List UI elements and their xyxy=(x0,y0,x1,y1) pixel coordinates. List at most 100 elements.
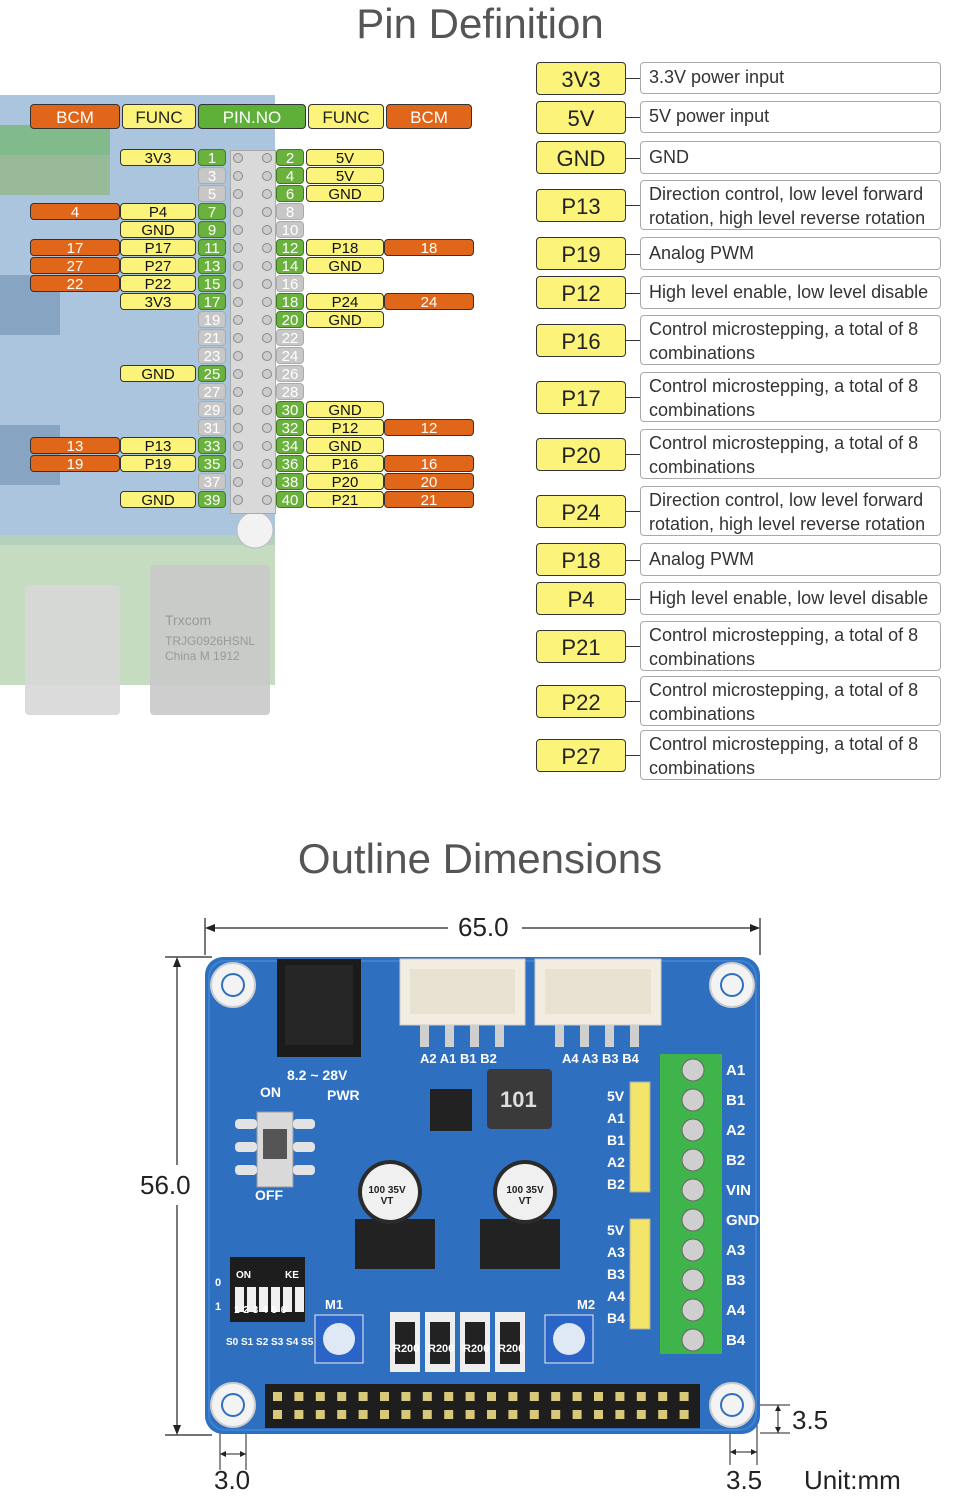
legend-connector xyxy=(626,598,640,600)
pin-number-right: 28 xyxy=(276,383,304,401)
header-pin xyxy=(487,1392,496,1401)
pin-dot xyxy=(233,387,243,397)
pin-func-right: 5V xyxy=(306,167,384,185)
pin-number-right: 12 xyxy=(276,239,304,257)
legend-connector xyxy=(626,511,640,512)
header-pin xyxy=(487,1410,496,1419)
silk-pwr: PWR xyxy=(327,1087,360,1103)
legend-pin-name: P24 xyxy=(536,494,626,528)
pin-number-left: 33 xyxy=(198,437,226,455)
pin-number-right: 2 xyxy=(276,149,304,167)
header-pin xyxy=(401,1392,411,1401)
pin-dot xyxy=(262,189,272,199)
pin-bcm-right: 20 xyxy=(384,473,474,491)
pin-number-left: 39 xyxy=(198,491,226,509)
silk-terminal-label: GND xyxy=(726,1212,760,1229)
legend-description: High level enable, low level disable xyxy=(640,276,941,309)
pin-number-right: 32 xyxy=(276,419,304,437)
header-pin xyxy=(658,1392,668,1401)
pin-func-right: 5V xyxy=(306,149,384,167)
pin-dot xyxy=(233,495,243,505)
pin-number-left: 23 xyxy=(198,347,226,365)
pin-number-right: 22 xyxy=(276,329,304,347)
pin-dot xyxy=(233,477,243,487)
pin-dot xyxy=(262,351,272,361)
pin-number-left: 15 xyxy=(198,275,226,293)
silk-header2-label: B3 xyxy=(607,1266,625,1282)
pin-dot xyxy=(262,261,272,271)
pin-number-left: 17 xyxy=(198,293,226,311)
pin-func-left: P22 xyxy=(120,275,196,293)
svg-text:China M 1912: China M 1912 xyxy=(165,649,240,663)
silk-m1: M1 xyxy=(325,1297,344,1312)
pin-dot xyxy=(233,459,243,469)
pin-number-right: 40 xyxy=(276,491,304,509)
pin-dot xyxy=(262,495,272,505)
legend-description: Analog PWM xyxy=(640,237,941,270)
header-bcm-right: BCM xyxy=(386,104,472,129)
pin-bcm-left: 17 xyxy=(30,239,120,257)
pin-definition-title: Pin Definition xyxy=(356,0,604,47)
pin-dot xyxy=(262,333,272,343)
pin-func-right: GND xyxy=(306,257,384,275)
pin-bcm-right: 21 xyxy=(384,491,474,509)
pin-number-right: 30 xyxy=(276,401,304,419)
svg-text:TRJG0926HSNL: TRJG0926HSNL xyxy=(165,634,255,648)
header-pin xyxy=(551,1410,561,1419)
header-pin xyxy=(615,1410,625,1419)
legend-pin-name: P19 xyxy=(536,237,626,270)
header-pin xyxy=(572,1410,582,1419)
pin-number-right: 36 xyxy=(276,455,304,473)
header-pin xyxy=(380,1410,389,1419)
header-pin xyxy=(358,1392,368,1401)
pin-func-left: GND xyxy=(120,491,196,509)
header-pin xyxy=(273,1392,282,1401)
pin-dot xyxy=(233,207,243,217)
header-pin xyxy=(273,1410,282,1419)
pin-number-right: 4 xyxy=(276,167,304,185)
silk-header2-label: B4 xyxy=(607,1310,625,1326)
silk-cap2: 100 35V VT xyxy=(506,1185,544,1207)
legend-description: Control microstepping, a total of 8 comb… xyxy=(640,730,941,780)
header-pin xyxy=(294,1392,304,1401)
legend-description: GND xyxy=(640,141,941,174)
pin-number-left: 3 xyxy=(198,167,226,185)
silk-dip-bottom: S0 S1 S2 S3 S4 S5 xyxy=(226,1337,314,1348)
svg-text:Trxcom: Trxcom xyxy=(165,612,211,628)
header-pin xyxy=(465,1410,475,1419)
pin-bcm-left: 27 xyxy=(30,257,120,275)
pin-func-right: GND xyxy=(306,185,384,203)
legend-description: Direction control, low level forward rot… xyxy=(640,180,941,230)
pin-dot xyxy=(233,261,243,271)
pin-dot xyxy=(262,315,272,325)
pin-bcm-right: 24 xyxy=(384,293,474,311)
legend-pin-name: P21 xyxy=(536,629,626,663)
header-pin xyxy=(294,1410,304,1419)
header-func-right: FUNC xyxy=(308,104,384,129)
silk-terminal-label: B1 xyxy=(726,1092,746,1109)
board-outline xyxy=(205,957,760,1434)
pin-dot xyxy=(233,333,243,343)
pin-number-right: 18 xyxy=(276,293,304,311)
legend-connector xyxy=(626,157,640,159)
header-pin xyxy=(444,1410,454,1419)
header-pin xyxy=(337,1392,347,1401)
header-pin-no: PIN.NO xyxy=(198,104,306,129)
dimension-width: 65.0 xyxy=(458,912,509,942)
pin-number-right: 14 xyxy=(276,257,304,275)
pin-bcm-left: 13 xyxy=(30,437,120,455)
pin-dot xyxy=(262,423,272,433)
pin-number-right: 24 xyxy=(276,347,304,365)
pin-dot xyxy=(233,171,243,181)
legend-connector xyxy=(626,701,640,702)
pin-func-right: P20 xyxy=(306,473,384,491)
pin-bcm-right: 12 xyxy=(384,419,474,437)
legend-pin-name: P20 xyxy=(536,437,626,471)
pin-func-left: P27 xyxy=(120,257,196,275)
pin-func-left: P13 xyxy=(120,437,196,455)
pin-dot xyxy=(233,369,243,379)
header-pin xyxy=(422,1410,432,1419)
header-pin xyxy=(551,1392,561,1401)
header-pin xyxy=(679,1410,689,1419)
pin-bcm-right: 16 xyxy=(384,455,474,473)
